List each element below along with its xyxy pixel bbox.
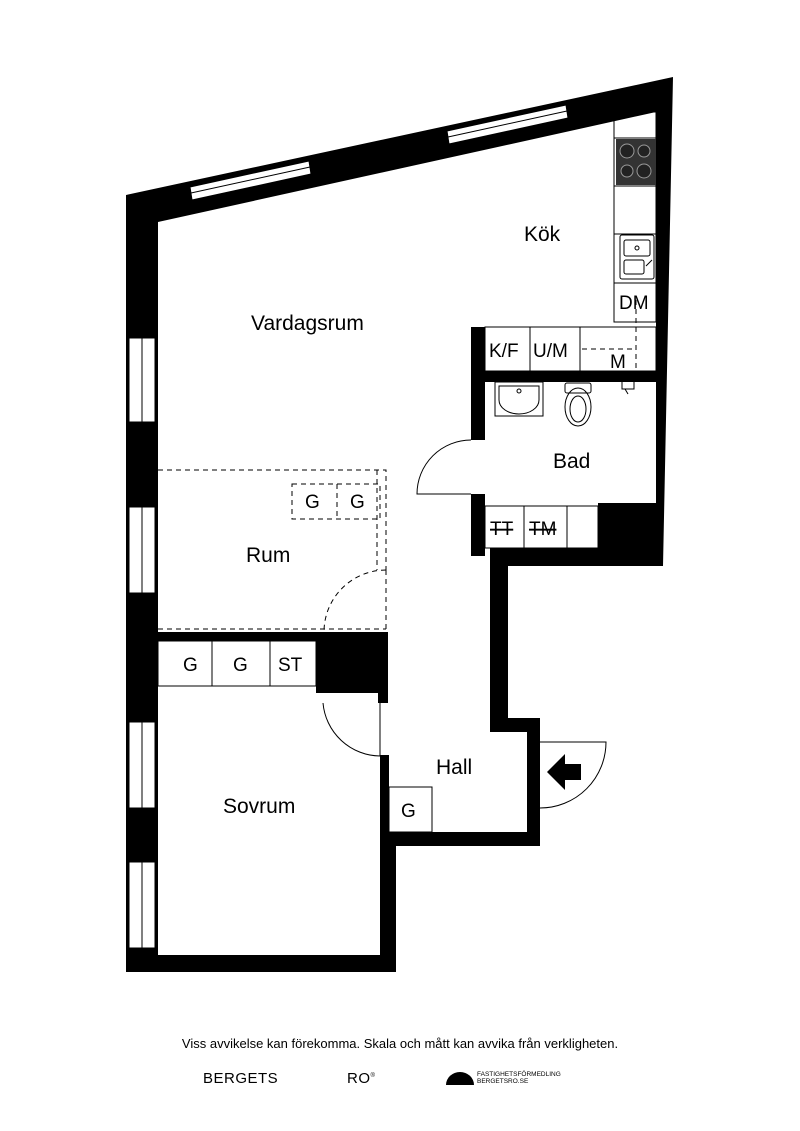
bed-east-wall-lower <box>380 755 389 955</box>
wardrobes <box>157 640 433 833</box>
brand-name-right: RO® <box>347 1070 375 1087</box>
label-wardrobe-hall: G <box>401 801 416 822</box>
agency-website: BERGETSRO.SE <box>477 1078 529 1085</box>
bath-shaft <box>598 503 660 558</box>
bed-shaft <box>316 632 388 693</box>
brand-logo-icon <box>446 1072 474 1085</box>
toilet-icon <box>564 382 592 427</box>
label-washer: TM <box>529 519 556 540</box>
entrance-arrow-icon <box>547 754 581 790</box>
kitchen-sink-icon <box>619 234 655 280</box>
exterior-walls <box>126 77 673 972</box>
label-dishwasher: DM <box>619 293 649 314</box>
agency-name: FASTIGHETSFÖRMEDLING <box>477 1071 561 1078</box>
label-microwave: M <box>610 352 626 373</box>
interior-walls <box>158 327 661 955</box>
bed-east-wall <box>378 693 388 703</box>
brand-name-left: BERGETS <box>203 1070 279 1087</box>
zone-lines <box>158 300 637 630</box>
floor-plan: Kök Vardagsrum Bad Rum Hall Sovrum DM K/… <box>126 77 673 972</box>
wash-basin-icon <box>494 381 544 417</box>
laundry-fixtures <box>484 505 599 549</box>
valve-icon <box>621 379 635 395</box>
label-wardrobe-bed-1: G <box>183 655 198 676</box>
label-oven-microwave: U/M <box>533 341 568 362</box>
bed-wall-west <box>158 632 316 641</box>
room-label-living: Vardagsrum <box>251 312 364 335</box>
stove-icon <box>616 139 656 185</box>
entrance-door <box>539 741 607 809</box>
label-wardrobe-bed-2: G <box>233 655 248 676</box>
label-storage: ST <box>278 655 303 676</box>
disclaimer-text: Viss avvikelse kan förekomma. Skala och … <box>181 1036 619 1051</box>
label-wardrobe-room-1: G <box>305 492 320 513</box>
room-label-bedroom: Sovrum <box>223 795 295 818</box>
brand-right-text: RO <box>347 1070 371 1087</box>
bath-west-wall-lower <box>471 494 485 556</box>
label-fridge-freezer: K/F <box>489 341 519 362</box>
room-door <box>323 569 387 633</box>
brand-right-mark: ® <box>370 1073 376 1079</box>
room-label-room: Rum <box>246 544 290 567</box>
label-dryer: TT <box>490 519 514 540</box>
doors <box>322 439 607 809</box>
bath-door <box>416 439 472 495</box>
room-label-kitchen: Kök <box>524 223 561 246</box>
bath-west-wall-upper <box>471 327 485 440</box>
outer-wall-shape <box>126 77 673 972</box>
label-wardrobe-room-2: G <box>350 492 365 513</box>
windows <box>128 104 569 949</box>
room-label-hall: Hall <box>436 756 472 779</box>
kitchen-fixtures <box>484 111 657 372</box>
kitchen-bath-wall <box>471 371 661 382</box>
room-label-bath: Bad <box>553 450 590 473</box>
bedroom-door <box>322 702 381 757</box>
